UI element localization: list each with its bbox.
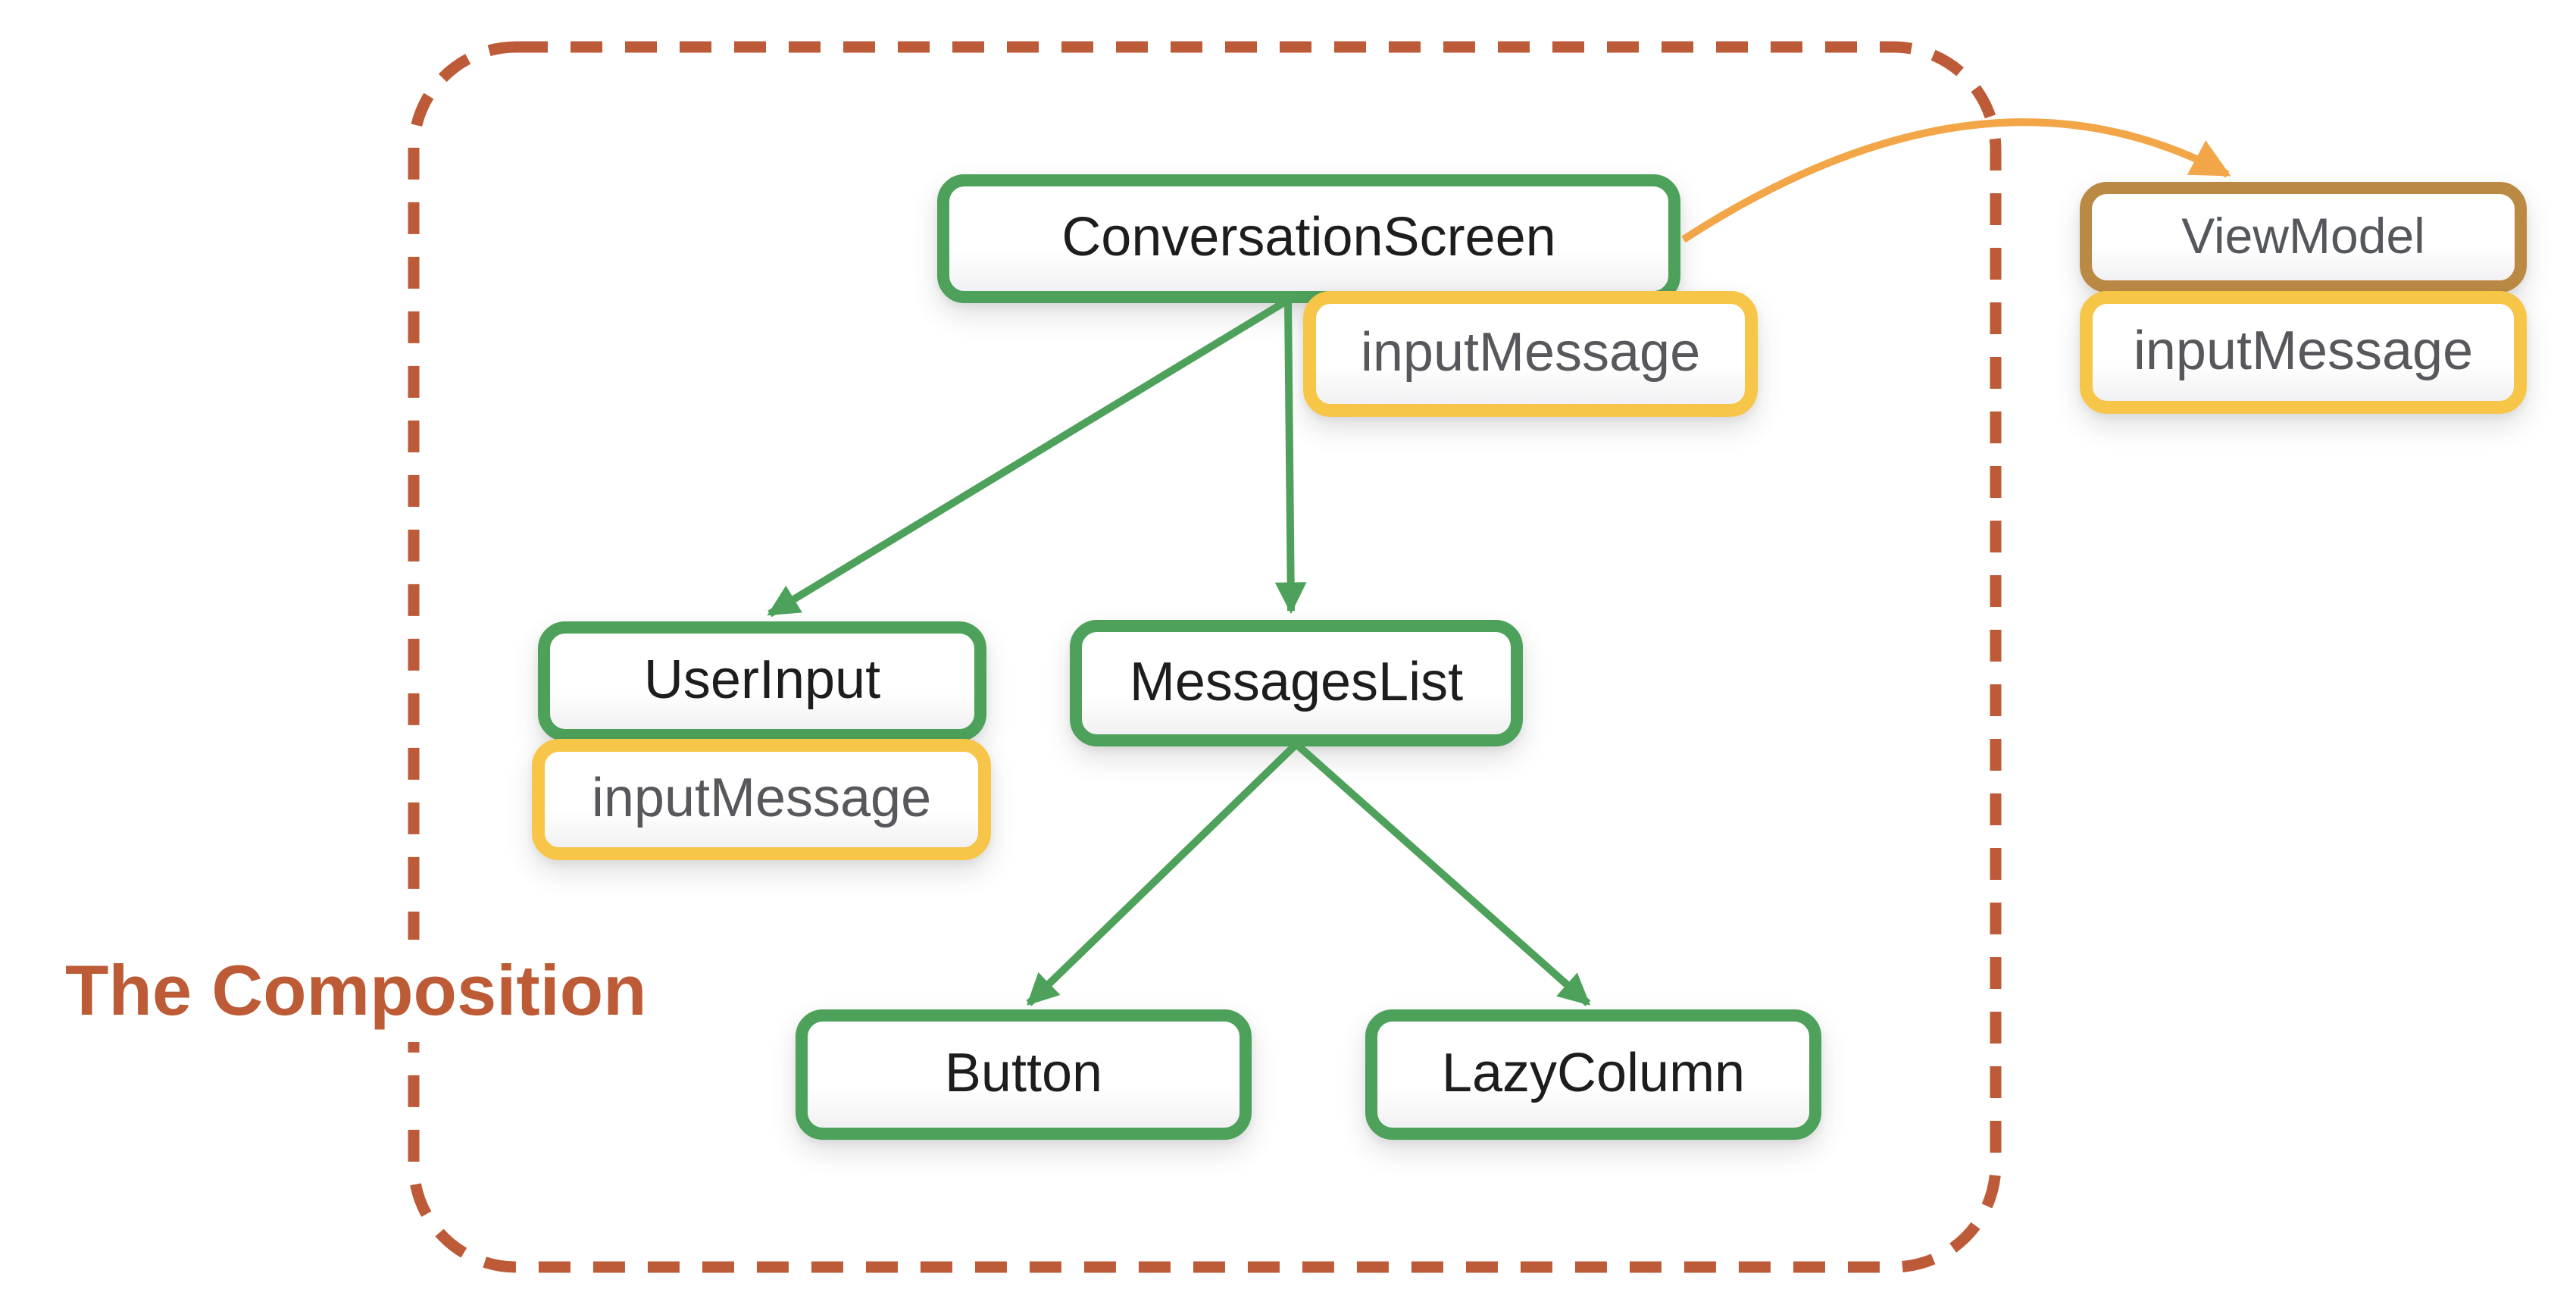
- edge-conversationscreen-to-messageslist: [1274, 299, 1307, 615]
- node-label: inputMessage: [2133, 321, 2474, 381]
- node-input-message-user-input: inputMessage: [532, 739, 991, 860]
- node-input-message-view-model: inputMessage: [2080, 291, 2527, 414]
- node-label: inputMessage: [591, 768, 932, 828]
- node-conversation-screen: ConversationScreen: [937, 174, 1680, 303]
- node-label: MessagesList: [1129, 651, 1464, 712]
- node-label: ConversationScreen: [1061, 207, 1556, 268]
- node-label: Button: [944, 1043, 1103, 1103]
- node-label: UserInput: [643, 649, 881, 710]
- node-view-model: ViewModel: [2080, 182, 2527, 293]
- edge-messageslist-to-button: [1026, 741, 1299, 1006]
- composition-title: The Composition: [55, 940, 658, 1042]
- edge-conversationscreen-to-userinput: [767, 296, 1290, 618]
- edge-messageslist-to-lazycolumn: [1293, 741, 1591, 1006]
- node-input-message-conversation-screen: inputMessage: [1303, 291, 1758, 417]
- node-lazy-column: LazyColumn: [1365, 1009, 1821, 1140]
- node-user-input: UserInput: [538, 621, 986, 741]
- node-button: Button: [796, 1009, 1252, 1140]
- node-messages-list: MessagesList: [1070, 620, 1523, 746]
- node-label: LazyColumn: [1441, 1043, 1746, 1103]
- node-label: ViewModel: [2181, 208, 2425, 264]
- node-label: inputMessage: [1360, 322, 1701, 383]
